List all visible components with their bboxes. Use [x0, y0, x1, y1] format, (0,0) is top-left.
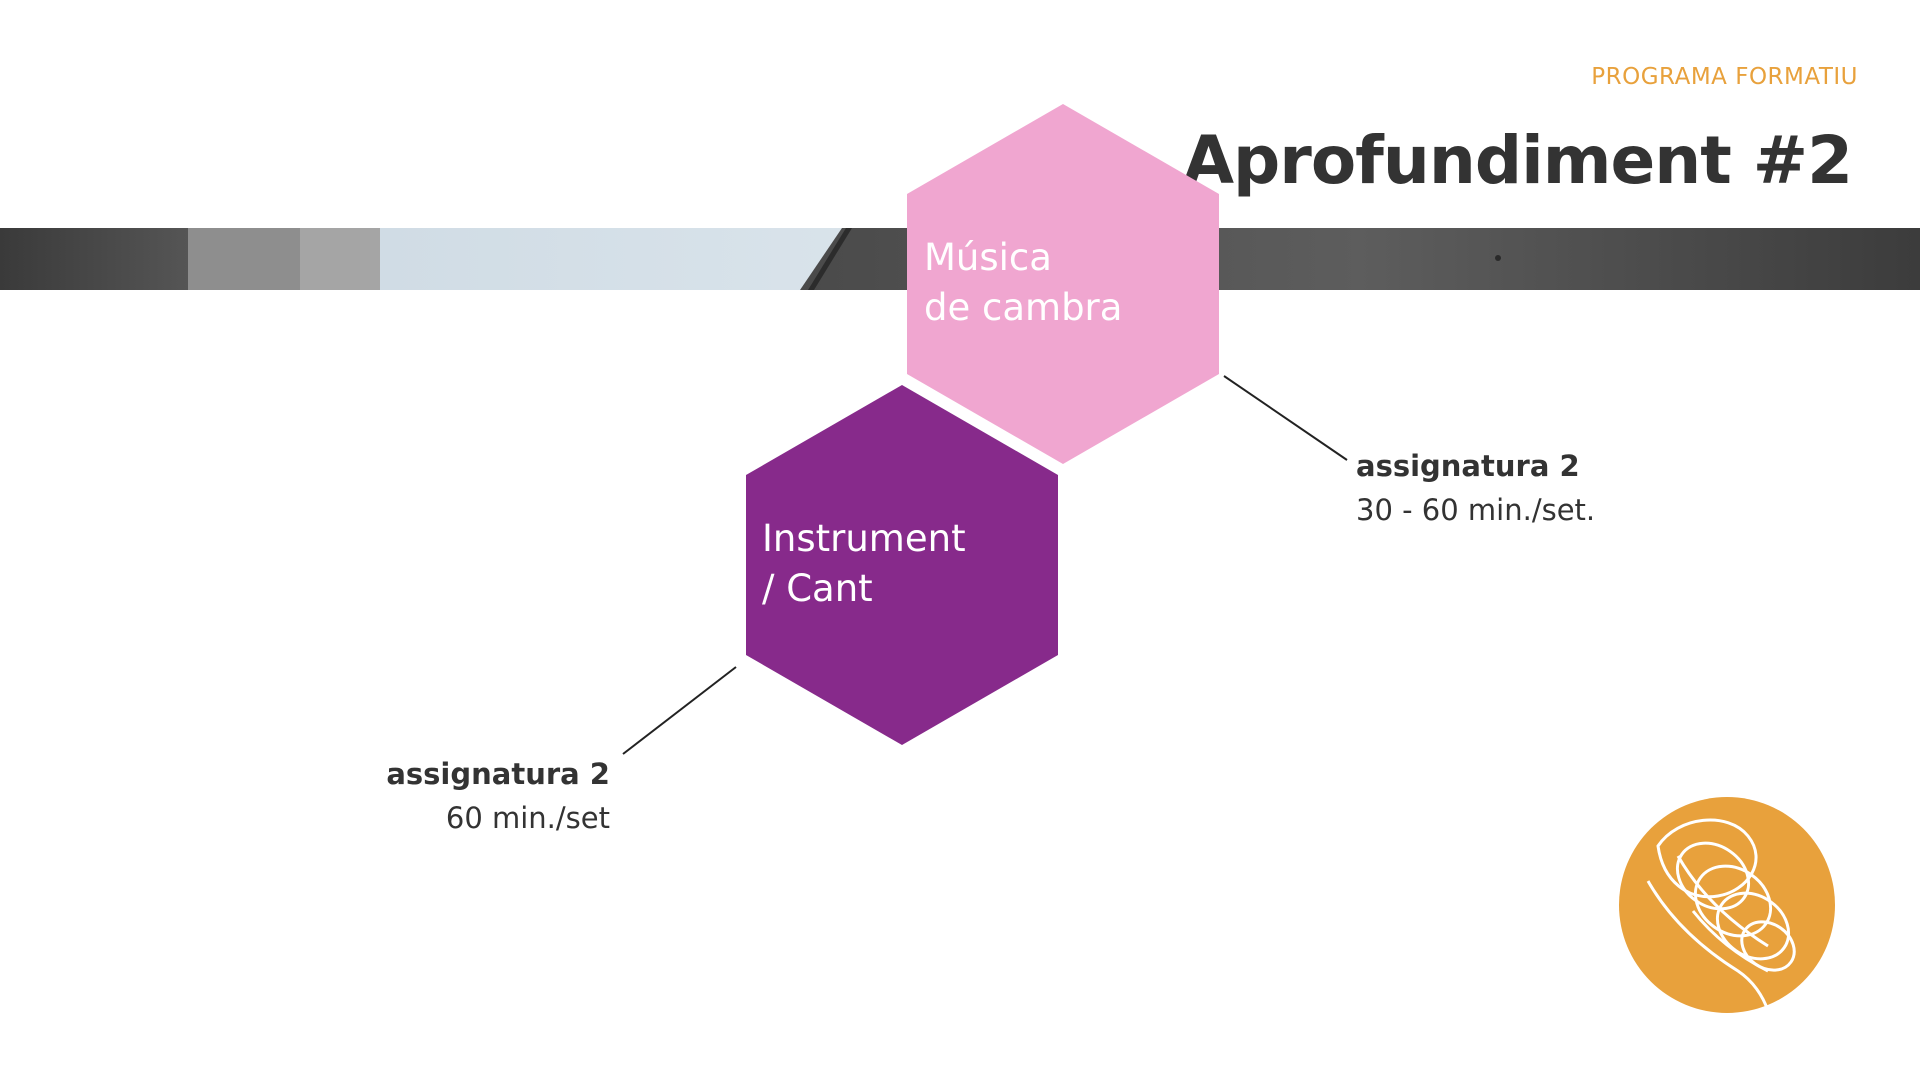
- callout-right: assignatura 2 30 - 60 min./set.: [1356, 444, 1595, 532]
- section-label: PROGRAMA FORMATIU: [1591, 64, 1858, 90]
- orange-circle-rings-logo: [1619, 797, 1835, 1013]
- callout-title: assignatura 2: [1356, 449, 1580, 483]
- page-title: Aprofundiment #2: [1182, 122, 1853, 199]
- hexagon-label-line: de cambra: [924, 286, 1123, 329]
- hexagon-label-line: Instrument: [762, 517, 966, 560]
- photo-banner: [0, 228, 1920, 290]
- hexagon-label-instrument: Instrument / Cant: [762, 514, 966, 614]
- callout-left: assignatura 2 60 min./set: [386, 752, 610, 840]
- callout-detail: 30 - 60 min./set.: [1356, 493, 1596, 527]
- callout-detail: 60 min./set: [445, 801, 610, 835]
- connector-line-left: [622, 666, 737, 755]
- connector-line-right: [1223, 375, 1348, 461]
- hexagon-label-line: / Cant: [762, 567, 873, 610]
- callout-title: assignatura 2: [386, 757, 610, 791]
- hexagon-label-line: Música: [924, 236, 1052, 279]
- hexagon-instrument-cant: [746, 385, 1058, 745]
- hexagon-label-musica: Música de cambra: [924, 233, 1122, 333]
- hexagon-musica-de-cambra: [907, 104, 1219, 464]
